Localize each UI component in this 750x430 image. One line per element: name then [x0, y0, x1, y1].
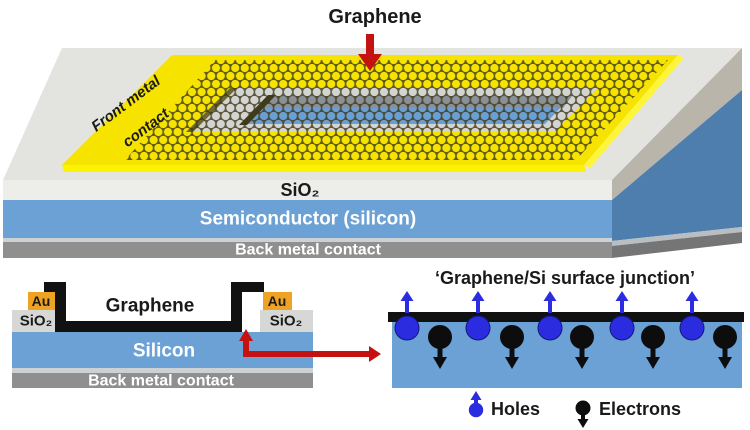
strip-side-face — [612, 227, 742, 246]
sio2-3d-label: SiO₂ — [280, 180, 319, 200]
hole-circle — [609, 315, 635, 341]
electrons-legend-arrow — [581, 415, 585, 421]
silicon-front-face — [3, 200, 612, 238]
back-metal-side-face — [612, 232, 742, 258]
hole-markers — [394, 291, 705, 341]
electron-arrow — [650, 347, 656, 359]
light-strip-front — [3, 238, 612, 242]
cs-sio2-left-label: SiO₂ — [20, 313, 53, 330]
electron-arrow-head — [433, 357, 447, 369]
pad-right-edge — [584, 55, 684, 168]
holes-legend-arrow-head — [470, 391, 482, 400]
pad-front-edge — [62, 165, 586, 172]
cs-back-metal-label: Back metal contact — [88, 373, 235, 390]
hole-arrow — [620, 298, 624, 313]
cs-silicon — [12, 332, 313, 368]
holes-legend-circle — [468, 402, 484, 418]
connector-up-head — [239, 329, 253, 341]
hole-circle — [394, 315, 420, 341]
electron-circle — [641, 325, 665, 349]
junction-graphene-bar — [388, 312, 744, 322]
hole-arrow — [690, 298, 694, 313]
holes-legend-label: Holes — [491, 399, 540, 419]
holes-legend-arrow — [474, 398, 478, 405]
graphene-3d-label: Graphene — [328, 6, 421, 28]
hole-circle — [679, 315, 705, 341]
hole-arrow-head — [615, 291, 629, 301]
junction-diagram: ‘Graphene/Si surface junction’ — [388, 268, 744, 428]
graphene-mesh — [125, 60, 668, 160]
cs-sio2-right-label: SiO₂ — [270, 313, 303, 330]
electron-markers — [428, 325, 737, 369]
hole-circle — [465, 315, 491, 341]
electrons-legend-label: Electrons — [599, 399, 681, 419]
junction-title: ‘Graphene/Si surface junction’ — [435, 268, 695, 288]
hole-circle — [537, 315, 563, 341]
cs-graphene-left-wall — [55, 282, 66, 327]
hole-arrow — [476, 298, 480, 313]
electrons-legend-icon — [575, 400, 591, 428]
graphene-pointer-arrow — [358, 34, 382, 71]
cs-graphene-right-cap — [231, 282, 264, 292]
device-3d-view: Graphene Front metal contact SiO₂ Semico… — [3, 6, 742, 259]
cs-light-strip — [12, 368, 313, 373]
electron-down-arrows — [433, 347, 732, 369]
electron-circle — [500, 325, 524, 349]
electron-arrow-head — [646, 357, 660, 369]
back-metal-front-face — [3, 242, 612, 258]
electron-arrow — [437, 347, 443, 359]
hole-arrow-head — [685, 291, 699, 301]
electron-arrow-head — [505, 357, 519, 369]
cs-graphene-right-wall — [231, 282, 242, 327]
hole-arrow-head — [400, 291, 414, 301]
cs-au-right-label: Au — [268, 293, 287, 309]
cs-graphene-bottom — [55, 321, 242, 332]
hole-up-arrows — [400, 291, 699, 313]
cs-sio2-left — [12, 310, 60, 332]
electron-arrow — [722, 347, 728, 359]
cs-graphene-left-cap — [44, 282, 66, 292]
cs-sio2-right — [260, 310, 313, 332]
arrow-head — [358, 54, 382, 71]
cross-section-view: Au Au SiO₂ SiO₂ Graphene Silicon Back me… — [12, 282, 381, 390]
electron-circle — [570, 325, 594, 349]
electron-arrow — [509, 347, 515, 359]
hole-arrow — [548, 298, 552, 313]
back-metal-3d-label: Back metal contact — [235, 242, 382, 259]
cs-au-left-label: Au — [32, 293, 51, 309]
hole-arrow — [405, 298, 409, 313]
connector-right-head — [369, 346, 381, 362]
cs-au-left — [28, 292, 55, 310]
electron-circle — [428, 325, 452, 349]
junction-connector-arrow — [239, 329, 381, 362]
cs-graphene-label: Graphene — [106, 296, 195, 317]
cs-au-right — [263, 292, 292, 310]
arrow-shaft — [366, 34, 374, 56]
cs-graphene-film — [44, 282, 264, 332]
cs-silicon-label: Silicon — [133, 341, 195, 362]
silicon-side-face — [612, 90, 742, 241]
hole-arrow-head — [471, 291, 485, 301]
hole-arrow-head — [543, 291, 557, 301]
cs-back-metal — [12, 373, 313, 388]
junction-legend: Holes Electrons — [468, 391, 681, 428]
connector-horizontal — [243, 351, 370, 357]
electron-arrow — [579, 347, 585, 359]
electrons-legend-circle — [575, 400, 591, 416]
electron-circle — [713, 325, 737, 349]
semiconductor-label: Semiconductor (silicon) — [200, 209, 416, 230]
electron-arrow-head — [718, 357, 732, 369]
electrons-legend-arrow-head — [577, 419, 589, 428]
connector-vertical — [243, 339, 249, 356]
sio2-front-face — [3, 180, 612, 200]
electron-arrow-head — [575, 357, 589, 369]
sio2-side-face — [612, 48, 742, 200]
holes-legend-icon — [468, 391, 484, 418]
